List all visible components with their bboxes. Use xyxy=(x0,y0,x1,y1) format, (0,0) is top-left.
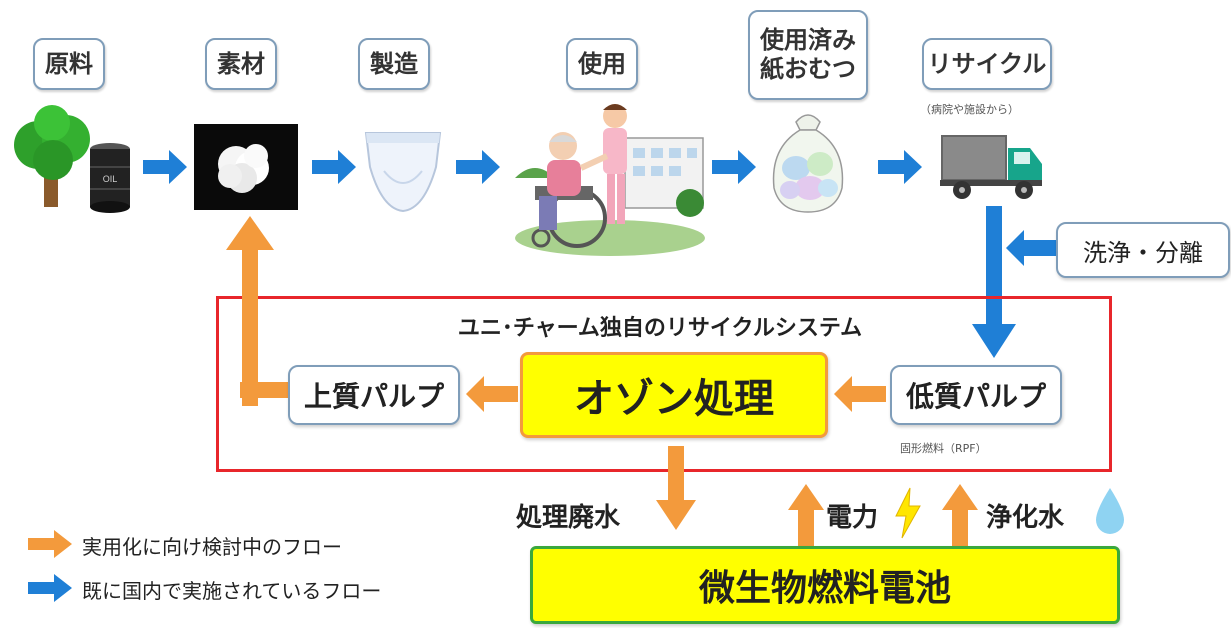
pulp-material-icon xyxy=(194,124,298,210)
blue-arrow-raw-to-material xyxy=(143,150,187,184)
stage-label-text: 使用 xyxy=(578,49,626,78)
microbial-fuel-cell-label: 微生物燃料電池 xyxy=(698,568,951,609)
orange-arrow-ozone-to-highpulp xyxy=(466,376,518,412)
low-quality-pulp-box: 低質パルプ xyxy=(890,365,1062,425)
stage-label-used-diapers: 使用済み 紙おむつ xyxy=(748,10,868,100)
blue-arrow-material-to-manufacturing xyxy=(312,150,356,184)
blue-arrow-recycle-to-lowpulp xyxy=(972,206,1016,358)
waste-bag-icon xyxy=(772,114,844,213)
clean-water-label: 浄化水 xyxy=(986,503,1065,533)
ozone-treatment-label: オゾン処理 xyxy=(574,376,774,422)
wash-separate-label: 洗浄・分離 xyxy=(1083,238,1203,267)
blue-arrow-wash xyxy=(1006,230,1056,266)
diaper-icon xyxy=(364,132,442,213)
power-label: 電力 xyxy=(826,503,879,533)
oil-drum-text: OIL xyxy=(103,174,118,184)
system-title: ユニ･チャーム独自のリサイクルシステム xyxy=(457,316,863,341)
stage-label-recycle: リサイクル xyxy=(922,38,1052,90)
recycle-system-frame xyxy=(216,296,1112,472)
orange-connector-highpulp xyxy=(240,382,292,398)
waste-water-label: 処理廃水 xyxy=(516,503,621,533)
truck-icon xyxy=(940,135,1042,199)
stage-label-raw-material: 原料 xyxy=(33,38,105,90)
stage-label-text: 製造 xyxy=(370,49,418,78)
orange-arrow-power xyxy=(788,484,824,546)
blue-arrow-used-to-recycle xyxy=(878,150,922,184)
legend-blue-arrow xyxy=(28,574,72,602)
rpf-note: 固形燃料（RPF） xyxy=(900,442,987,455)
stage-label-use: 使用 xyxy=(566,38,638,90)
stage-label-material: 素材 xyxy=(205,38,277,90)
legend-blue-label: 既に国内で実施されているフロー xyxy=(82,579,382,603)
high-quality-pulp-box: 上質パルプ xyxy=(288,365,460,425)
low-quality-pulp-label: 低質パルプ xyxy=(905,380,1046,413)
water-drop-icon xyxy=(1096,488,1124,534)
caregiver-scene-icon xyxy=(515,104,705,256)
ozone-treatment-box: オゾン処理 xyxy=(520,352,828,438)
orange-arrow-to-material xyxy=(226,216,274,406)
stage-label-manufacturing: 製造 xyxy=(358,38,430,90)
wash-separate-box: 洗浄・分離 xyxy=(1056,222,1230,278)
lightning-icon xyxy=(895,487,921,539)
recycle-note: （病院や施設から） xyxy=(920,103,1019,116)
stage-label-text: 使用済み 紙おむつ xyxy=(760,26,856,83)
blue-arrow-manufacturing-to-use xyxy=(456,150,500,184)
orange-arrow-lowpulp-to-ozone xyxy=(834,376,886,412)
oil-drum-icon: OIL xyxy=(90,143,130,213)
stage-label-text: 原料 xyxy=(45,49,93,78)
legend-orange-label: 実用化に向け検討中のフロー xyxy=(82,535,342,559)
legend-orange-arrow xyxy=(28,530,72,558)
orange-arrow-clean-water xyxy=(942,484,978,546)
stage-label-text: 素材 xyxy=(217,49,265,78)
microbial-fuel-cell-box: 微生物燃料電池 xyxy=(530,546,1120,624)
orange-arrow-ozone-to-fuelcell xyxy=(656,446,696,530)
tree-icon xyxy=(14,105,90,207)
high-quality-pulp-label: 上質パルプ xyxy=(303,380,444,413)
stage-label-text: リサイクル xyxy=(927,49,1047,78)
blue-arrow-use-to-used xyxy=(712,150,756,184)
